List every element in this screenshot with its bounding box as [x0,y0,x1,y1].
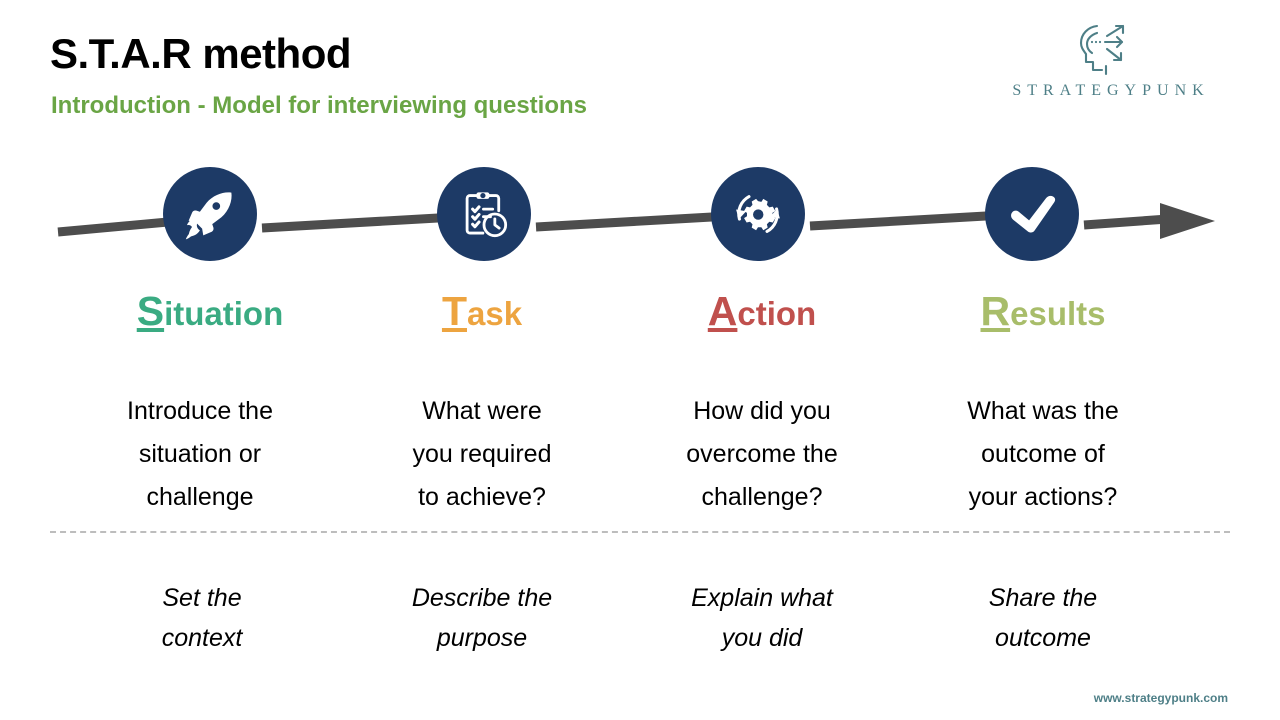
gear-refresh-icon [731,187,785,241]
column-label-task: Task [352,288,612,335]
column-label-action: Action [632,288,892,335]
head-profile-arrows-icon [988,22,1228,80]
check-mark-icon [1004,186,1060,242]
page-title: S.T.A.R method [50,30,352,77]
timeline-node-results[interactable] [985,167,1079,261]
section-divider [50,531,1230,533]
timeline-connectors [57,203,1215,239]
column-initial-results: R [980,288,1011,334]
column-initial-action: A [707,288,738,334]
column-rest-action: ction [737,295,817,332]
timeline-node-task[interactable] [437,167,531,261]
clipboard-checklist-clock-icon [458,188,510,240]
timeline-node-situation[interactable] [163,167,257,261]
brand-logo: STRATEGYPUNK [988,22,1228,100]
arrow-right-icon [1160,203,1215,239]
rocket-icon [183,187,237,241]
timeline-node-action[interactable] [711,167,805,261]
page-subtitle: Introduction - Model for interviewing qu… [51,92,587,119]
star-timeline [0,160,1280,275]
column-rest-results: esults [1010,295,1106,332]
column-rest-situation: ituation [164,295,284,332]
logo-wordmark: STRATEGYPUNK [1012,82,1210,99]
column-initial-situation: S [136,288,165,334]
column-label-results: Results [913,288,1173,335]
column-rest-task: ask [466,295,523,332]
column-label-situation: Situation [80,288,340,335]
footer-url[interactable]: www.strategypunk.com [1093,691,1228,705]
column-initial-task: T [441,288,467,334]
